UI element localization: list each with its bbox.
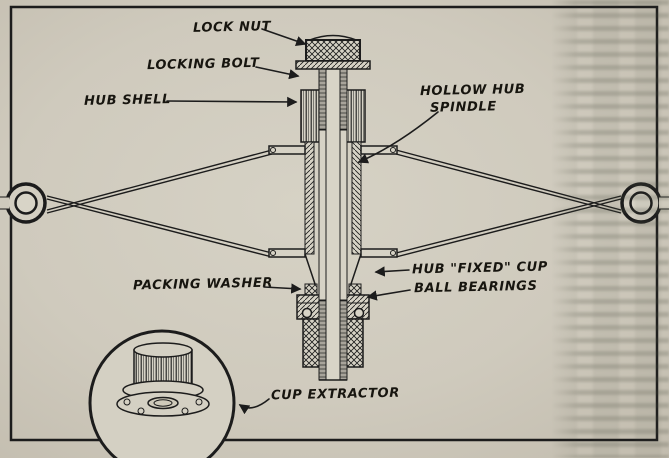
label-hub-fixed-cup: HUB "FIXED" CUP — [411, 259, 549, 278]
lock-nut-part — [305, 39, 361, 62]
spokes — [46, 149, 622, 258]
arrow-locking-bolt — [255, 66, 300, 80]
arrow-packing-washer — [263, 283, 302, 294]
arrow-hub-shell — [166, 96, 298, 108]
label-spindle: SPINDLE — [429, 99, 497, 116]
label-cup-extractor: CUP EXTRACTOR — [270, 385, 401, 404]
arrow-lock-nut — [261, 28, 307, 46]
right-fork-end — [620, 182, 669, 224]
spindle-part — [318, 67, 348, 381]
arrow-hub-fixed-cup — [374, 266, 410, 277]
arrow-ball-bearings — [366, 289, 411, 301]
border-frame — [9, 5, 659, 442]
leader-arrows — [166, 28, 439, 415]
ball-bearing-part — [301, 307, 313, 319]
label-lock-nut: LOCK NUT — [192, 19, 272, 36]
label-hub-shell: HUB SHELL — [83, 92, 172, 109]
left-fork-end — [0, 182, 47, 224]
label-hollow-hub: HOLLOW HUB — [419, 81, 526, 100]
hub-assembly — [268, 34, 398, 381]
arrow-cup-extractor — [238, 398, 270, 415]
packing-washer-part — [304, 283, 318, 296]
locking-bolt-part — [295, 60, 371, 70]
label-packing-washer: PACKING WASHER — [132, 275, 274, 294]
inset-cup-extractor — [88, 329, 236, 458]
label-ball-bearings: BALL BEARINGS — [413, 278, 538, 297]
label-locking-bolt: LOCKING BOLT — [146, 55, 260, 74]
arrow-hollow-hub-spindle — [357, 111, 439, 164]
